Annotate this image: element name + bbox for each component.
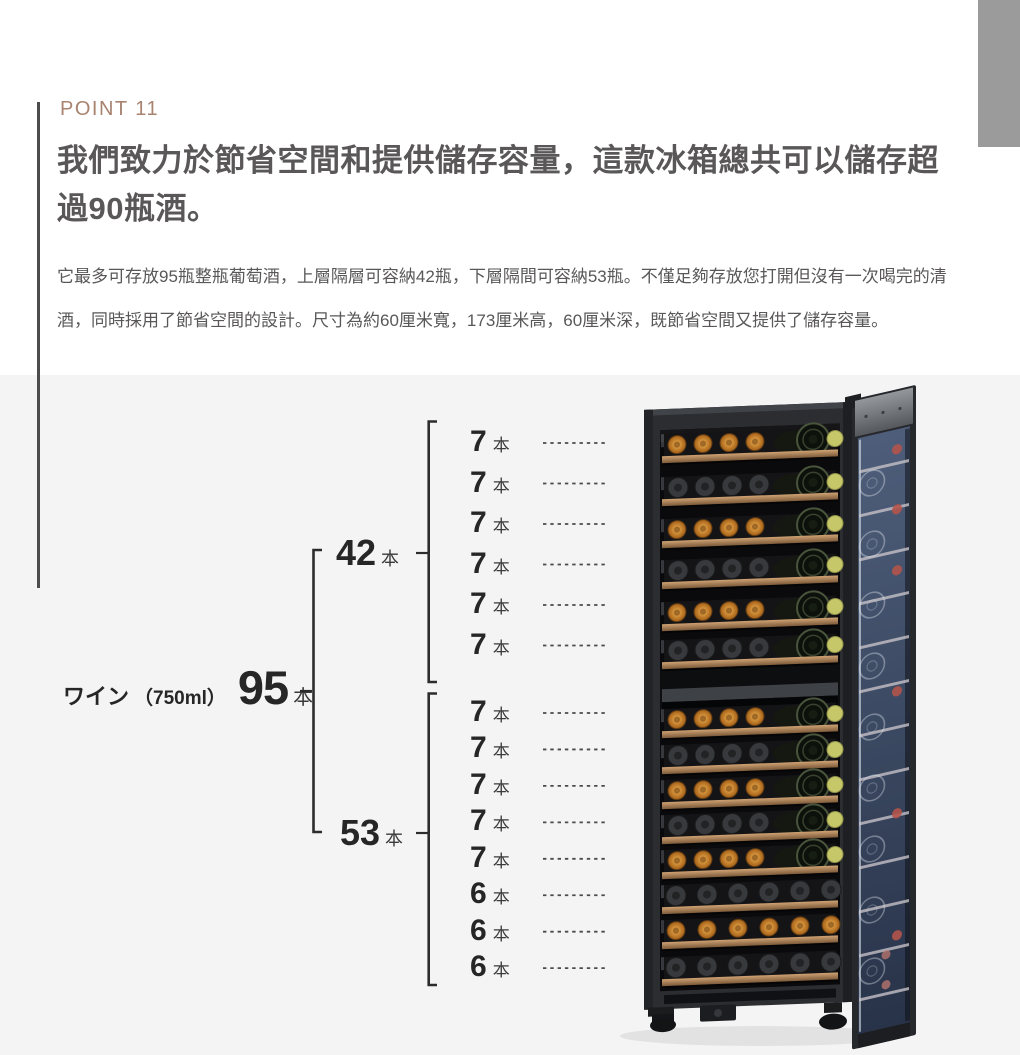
row-count-value: 7 [470, 731, 487, 765]
row-count-value: 7 [470, 506, 487, 539]
row-count-unit: 本 [492, 961, 510, 981]
row-count-value: 7 [470, 587, 487, 620]
row-count-value: 7 [470, 840, 487, 874]
row-count-unit: 本 [492, 815, 510, 835]
row-count-unit: 本 [492, 706, 510, 725]
diagram-section-background [0, 375, 1020, 1055]
section-heading: 我們致力於節省空間和提供儲存容量，這款冰箱總共可以儲存超過90瓶酒。 [57, 143, 939, 226]
row-count-value: 7 [470, 627, 487, 661]
row-count-unit: 本 [492, 557, 510, 577]
scrollbar-thumb[interactable] [978, 0, 1020, 147]
row-count-unit: 本 [492, 517, 510, 536]
row-count-unit: 本 [492, 851, 510, 871]
row-count-unit: 本 [492, 888, 510, 908]
row-count-unit: 本 [492, 598, 510, 617]
capacity-total: ワイン （750ml） 95 本 [63, 664, 313, 711]
row-count-unit: 本 [492, 436, 510, 455]
row-count-unit: 本 [492, 476, 510, 496]
row-count-value: 6 [470, 950, 487, 984]
row-count-unit: 本 [492, 778, 510, 798]
row-count-value: 7 [470, 695, 487, 728]
row-count-value: 6 [470, 877, 487, 911]
row-count-unit: 本 [492, 924, 510, 944]
point-label: POINT 11 [60, 98, 160, 120]
row-count-unit: 本 [492, 742, 510, 762]
lower-count-unit: 本 [385, 829, 404, 849]
row-count-value: 6 [470, 913, 487, 947]
row-count-value: 7 [470, 767, 487, 801]
row-count-value: 7 [470, 465, 487, 499]
item-name-label: ワイン [63, 684, 130, 709]
upper-count-unit: 本 [381, 549, 400, 569]
upper-shelf-count: 42 本 [336, 535, 399, 571]
lower-shelf-count: 53 本 [340, 815, 403, 851]
total-count-value: 95 [237, 661, 289, 714]
upper-count-value: 42 [336, 532, 377, 573]
item-size-label: （750ml） [134, 688, 226, 709]
section-body: 它最多可存放95瓶整瓶葡萄酒，上層隔層可容納42瓶，下層隔間可容納53瓶。不僅足… [57, 267, 947, 330]
row-count-value: 7 [470, 804, 487, 838]
lower-count-value: 53 [340, 812, 381, 853]
row-count-value: 7 [470, 546, 487, 580]
total-count-unit: 本 [293, 687, 314, 709]
row-count-value: 7 [470, 425, 487, 458]
row-count-unit: 本 [492, 638, 510, 658]
left-accent-rule [37, 102, 40, 588]
